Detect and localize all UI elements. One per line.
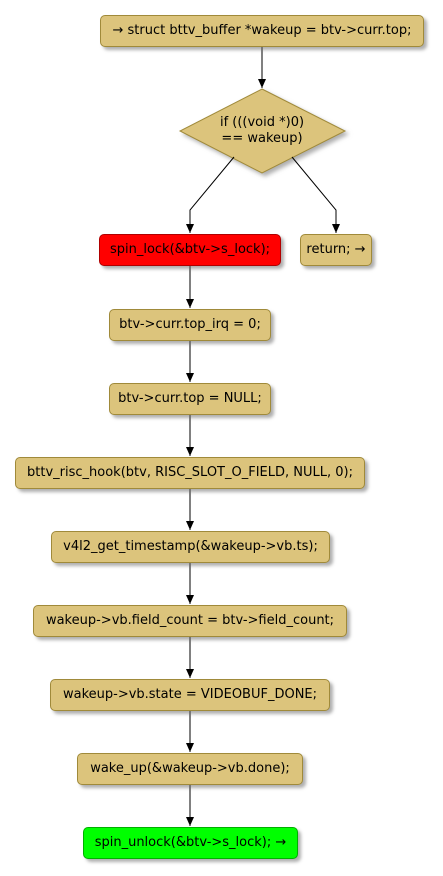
curr-top-node: btv->curr.top = NULL; <box>109 383 271 415</box>
edge-decision-spinlock <box>186 156 235 233</box>
edge-decision-return <box>291 156 340 233</box>
state-node: wakeup->vb.state = VIDEOBUF_DONE; <box>50 679 330 711</box>
return-node: return; → <box>300 234 372 266</box>
timestamp-node: v4l2_get_timestamp(&wakeup->vb.ts); <box>51 531 330 563</box>
spin-lock-node: spin_lock(&btv->s_lock); <box>99 234 281 266</box>
decision-label-line2: == wakeup) <box>221 131 303 146</box>
decision-diamond <box>178 88 347 174</box>
wake-up-node: wake_up(&wakeup->vb.done); <box>77 753 303 785</box>
spin-unlock-node: spin_unlock(&btv->s_lock); → <box>83 827 298 859</box>
top-irq-node: btv->curr.top_irq = 0; <box>109 309 271 341</box>
start-node: → struct bttv_buffer *wakeup = btv->curr… <box>100 15 424 47</box>
decision-label: if (((void *)0) == wakeup) <box>200 115 324 147</box>
risc-hook-node: bttv_risc_hook(btv, RISC_SLOT_O_FIELD, N… <box>15 457 365 489</box>
field-count-node: wakeup->vb.field_count = btv->field_coun… <box>33 605 347 637</box>
decision-label-line1: if (((void *)0) <box>219 115 305 130</box>
